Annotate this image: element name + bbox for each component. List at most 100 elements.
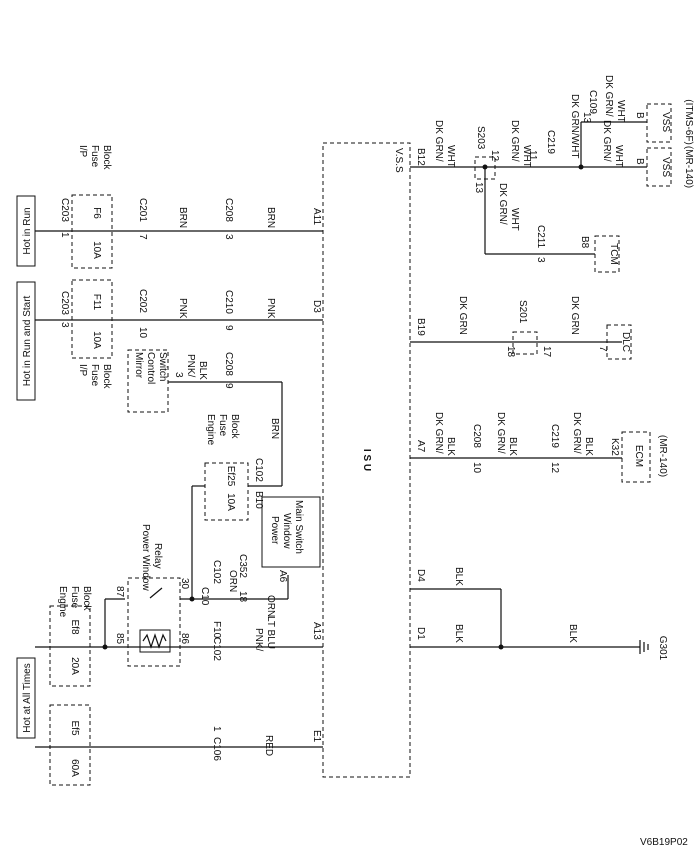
pin-1-c106: 1 [211, 726, 222, 732]
fuse-ef8: Ef8 20A [49, 605, 91, 687]
wire-label-brn-mirror: BRN [269, 418, 280, 439]
svg-text:10A: 10A [91, 241, 102, 259]
svg-text:Engine: Engine [57, 586, 68, 618]
svg-text:Mirror: Mirror [133, 352, 144, 379]
svg-text:Hot in Run and Start: Hot in Run and Start [22, 295, 33, 386]
connector-c203-f11: C203 [59, 291, 70, 315]
engine-fuse-block-label-ef25: Engine Fuse Block [205, 414, 240, 446]
ip-fuse-block-label-f11: I/P Fuse Block [77, 364, 112, 389]
pin-d1: D1 [415, 627, 426, 640]
svg-text:I/P: I/P [77, 364, 88, 377]
pin-9-c208-mirror: 9 [223, 383, 234, 389]
svg-text:Fuse: Fuse [217, 414, 228, 437]
wire-label-brn-1: BRN [177, 207, 188, 228]
pin-3-c211: 3 [535, 257, 546, 263]
svg-text:DLC: DLC [620, 332, 631, 352]
wire-label-dk-grn-wht-3: DK GRN/WHT [569, 94, 580, 158]
power-source-hot-in-run: Hot in Run [16, 195, 36, 267]
connector-c201: C201 [137, 198, 148, 222]
wire-label-orn-1: ORN [227, 570, 238, 592]
wire-label-dk-grn-wht-2b: WHT [521, 145, 532, 168]
pin-11-c219: 11 [527, 150, 538, 161]
svg-text:(ITMS-6F): (ITMS-6F) [683, 99, 694, 145]
svg-text:F11: F11 [91, 294, 102, 311]
pin-a11: A11 [311, 208, 322, 225]
wire-label-pnk-lt-blu-1: PNK/ [253, 628, 264, 652]
connector-c102-c: C102 [253, 458, 264, 482]
svg-text:30: 30 [179, 578, 190, 590]
wire-label-pnk-blk-2: BLK [197, 361, 208, 380]
pin-d3: D3 [311, 300, 322, 313]
wire-label-dk-grn-wht-1b: WHT [445, 145, 456, 168]
svg-text:87: 87 [114, 586, 125, 598]
svg-text:Hot at All Times: Hot at All Times [22, 663, 33, 732]
label-vss: V.S.S [393, 148, 404, 173]
connector-c219: C219 [545, 130, 556, 154]
connector-c352: C352 [237, 554, 248, 578]
pin-a6: A6 [277, 570, 288, 583]
svg-text:Engine: Engine [205, 414, 216, 446]
svg-text:VSS: VSS [660, 157, 671, 177]
svg-text:Block: Block [229, 414, 240, 439]
power-window-main-switch: Power Window Main Switch [261, 496, 321, 568]
ip-fuse-block-label-f6: I/P Fuse Block [77, 145, 112, 170]
wire-label-dk-grn-wht-1a: DK GRN/ [433, 120, 444, 162]
pin-3-c208: 3 [223, 234, 234, 240]
svg-text:Ef5: Ef5 [69, 720, 80, 735]
component-vss-mr140: VSS (MR-140) [646, 146, 694, 188]
svg-text:Switch: Switch [157, 352, 168, 381]
svg-text:Block: Block [81, 586, 92, 611]
power-window-relay: Power Window Relay 87 85 86 30 [114, 524, 190, 667]
junction-dot [482, 164, 488, 170]
fuse-f11: F11 10A [71, 279, 113, 359]
svg-text:I/P: I/P [77, 145, 88, 158]
svg-text:Block: Block [101, 145, 112, 170]
wire-label-red: RED [263, 735, 274, 756]
connector-c102-a: C102 [211, 637, 222, 661]
pin-13-c109: 13 [581, 112, 592, 124]
wire-label-dk-grn-wht-tcm-b: WHT [509, 208, 520, 231]
svg-text:Fuse: Fuse [89, 364, 100, 387]
wire-label-orn-2: ORN [265, 595, 276, 617]
svg-text:Main Switch: Main Switch [293, 500, 304, 554]
pin-a7: A7 [415, 440, 426, 453]
component-vss-itms: VSS (ITMS-6F) [646, 99, 694, 145]
diagram-code: V6B19P02 [640, 837, 688, 848]
pin-17-s201: 17 [541, 346, 552, 358]
pin-12-c219-ecm: 12 [549, 462, 560, 474]
pin-3-mirror: 3 [173, 372, 184, 378]
junction-dot [189, 596, 195, 602]
svg-text:Window: Window [281, 513, 292, 549]
splice-s201: S201 [517, 300, 528, 324]
pin-f10: F10 [211, 621, 222, 639]
junction-dot [578, 164, 584, 170]
wire-label-dk-grn-2: DK GRN [569, 296, 580, 335]
wire-label-dk-grn-wht-4a: DK GRN/ [601, 120, 612, 162]
wire-label-dk-grn-1: DK GRN [457, 296, 468, 335]
svg-text:Hot in Run: Hot in Run [22, 207, 33, 254]
wire-label-dk-grn-wht-4b: WHT [613, 145, 624, 168]
wire-label-blk-1: BLK [453, 624, 464, 643]
wire-label-dk-grn-blk-1b: BLK [445, 437, 456, 456]
pin-d4: D4 [415, 569, 426, 582]
pin-13-s203: 13 [473, 182, 484, 194]
connector-c208-ecm: C208 [471, 424, 482, 448]
wire-label-pnk-lt-blu-2: LT BLU [265, 616, 276, 649]
pin-b8: B8 [579, 236, 590, 249]
svg-text:20A: 20A [69, 657, 80, 675]
connector-c202: C202 [137, 289, 148, 313]
svg-text:86: 86 [179, 633, 190, 645]
svg-text:VSS: VSS [660, 112, 671, 132]
svg-text:Block: Block [101, 364, 112, 389]
connector-c203-f6: C203 [59, 198, 70, 222]
pin-10-c202: 10 [137, 327, 148, 339]
wire-label-dk-grn-wht-5b: WHT [615, 100, 626, 123]
pin-e1: E1 [311, 730, 322, 743]
wire-label-dk-grn-wht-5a: DK GRN/ [603, 75, 614, 117]
wire-label-pnk-blk-1: PNK/ [185, 354, 196, 378]
ground-symbol [639, 640, 649, 654]
splice-s201-box [512, 331, 538, 355]
svg-text:Fuse: Fuse [69, 586, 80, 609]
svg-text:(MR-140): (MR-140) [683, 146, 694, 188]
